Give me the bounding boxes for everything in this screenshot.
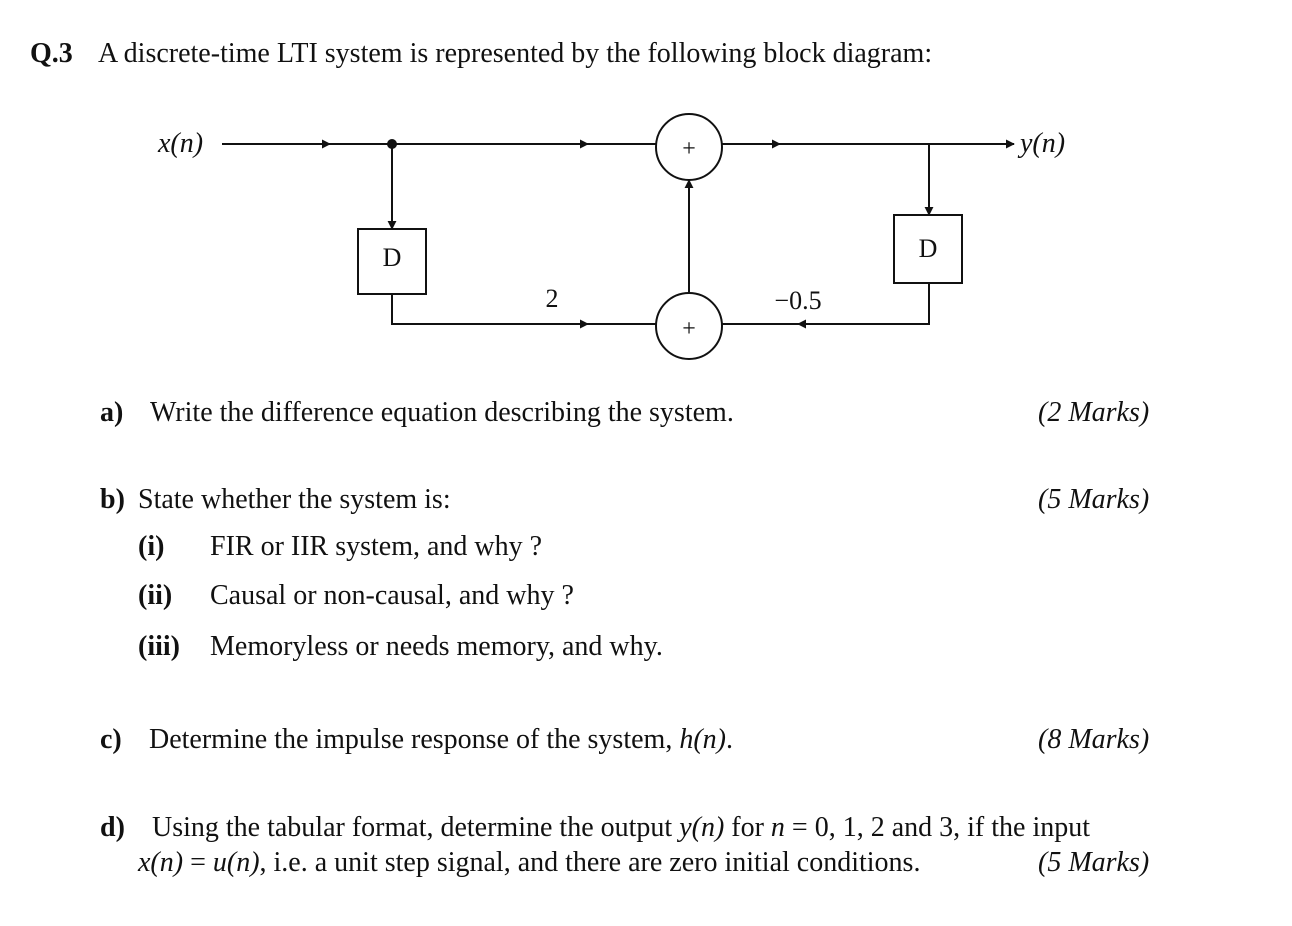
math-x-n: x(n) (138, 847, 184, 878)
delay-label-left: D (383, 243, 402, 272)
branch-node (387, 139, 397, 149)
part-d-line-1: Using the tabular format, determine the … (152, 812, 1091, 843)
question-intro: A discrete-time LTI system is represente… (98, 38, 933, 69)
math-n: n (770, 812, 785, 843)
part-b-item-label: (i) (138, 531, 165, 562)
math-y-n: y(n) (679, 812, 725, 843)
part-b-item-label: (ii) (138, 580, 173, 611)
gain-left-label: 2 (546, 284, 559, 313)
part-c-label: c) (100, 724, 122, 755)
part-b-label: b) (100, 484, 125, 515)
question-number: Q.3 (30, 38, 73, 69)
part-b-item-label: (iii) (138, 631, 180, 662)
part-b-item-text: Causal or non-causal, and why ? (210, 580, 574, 611)
part-c-marks: (8 Marks) (1038, 724, 1150, 755)
part-b-item-text: Memoryless or needs memory, and why. (210, 631, 663, 662)
gain-right-label: −0.5 (774, 286, 821, 315)
adder-top-sign: + (682, 136, 696, 162)
delay-label-right: D (919, 234, 938, 263)
input-label: x(n) (157, 128, 203, 159)
part-d-line-2: x(n) = u(n), i.e. a unit step signal, an… (138, 847, 921, 878)
part-c-text: Determine the impulse response of the sy… (149, 724, 733, 755)
part-d-marks: (5 Marks) (1038, 847, 1150, 878)
left-gain-path (391, 294, 589, 329)
part-d-label: d) (100, 812, 125, 843)
part-b-item-text: FIR or IIR system, and why ? (210, 531, 543, 562)
feedback-arrow (797, 283, 930, 329)
math-u-n: u(n) (212, 847, 260, 878)
part-a-label: a) (100, 397, 124, 428)
math-h-n: h(n) (679, 724, 726, 755)
part-a-marks: (2 Marks) (1038, 397, 1150, 428)
adder-bottom-sign: + (682, 316, 696, 342)
part-a-text: Write the difference equation describing… (150, 397, 734, 428)
output-label: y(n) (1017, 128, 1065, 159)
part-b-marks: (5 Marks) (1038, 484, 1150, 515)
part-b-text: State whether the system is: (138, 484, 451, 515)
